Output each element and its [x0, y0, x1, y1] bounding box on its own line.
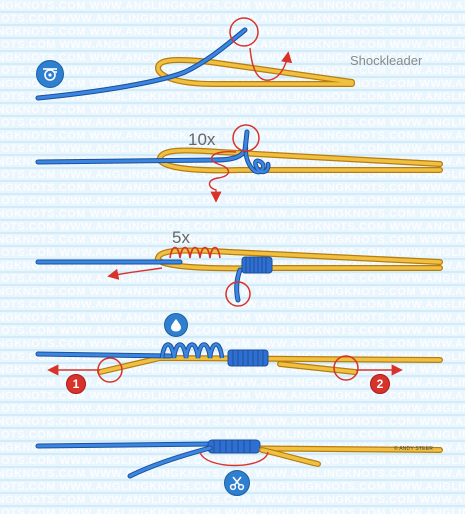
- direction-arrow: [249, 47, 293, 81]
- watermark-row: ANGLINGKNOTS.COM WWW.ANGLINGKNOTS.COM WW…: [0, 208, 465, 220]
- watermark-row: ANGLINGKNOTS.COM WWW.ANGLINGKNOTS.COM WW…: [0, 0, 465, 12]
- step-1-loop: [35, 17, 355, 101]
- wrap-arrow: [208, 151, 237, 203]
- highlight-circle: [232, 124, 260, 152]
- shockleader-label: Shockleader: [350, 53, 423, 68]
- watermark-row: ANGLINGKNOTS.COM WWW.ANGLINGKNOTS.COM WW…: [0, 39, 465, 51]
- watermark-row: ANGLINGKNOTS.COM WWW.ANGLINGKNOTS.COM WW…: [0, 429, 465, 441]
- step-1-badge: 1: [66, 374, 86, 394]
- watermark-row: ANGLINGKNOTS.COM WWW.ANGLINGKNOTS.COM WW…: [0, 104, 465, 116]
- scissors-icon: [224, 470, 250, 496]
- watermark-row: ANGLINGKNOTS.COM WWW.ANGLINGKNOTS.COM WW…: [0, 507, 465, 514]
- fishing-reel-icon: [43, 68, 57, 81]
- watermark-row: ANGLINGKNOTS.COM WWW.ANGLINGKNOTS.COM WW…: [0, 494, 465, 506]
- watermark-row: ANGLINGKNOTS.COM WWW.ANGLINGKNOTS.COM WW…: [0, 195, 465, 207]
- watermark-row: ANGLINGKNOTS.COM WWW.ANGLINGKNOTS.COM WW…: [0, 416, 465, 428]
- watermark-row: ANGLINGKNOTS.COM WWW.ANGLINGKNOTS.COM WW…: [0, 91, 465, 103]
- step-3-back-wraps: [35, 246, 443, 307]
- watermark-row: ANGLINGKNOTS.COM WWW.ANGLINGKNOTS.COM WW…: [0, 286, 465, 298]
- credit-label: © ANDY STEER: [394, 446, 434, 452]
- water-drop-icon: [164, 313, 188, 337]
- watermark-row: ANGLINGKNOTS.COM WWW.ANGLINGKNOTS.COM WW…: [0, 325, 465, 337]
- watermark-row: ANGLINGKNOTS.COM WWW.ANGLINGKNOTS.COM WW…: [0, 403, 465, 415]
- watermark-row: ANGLINGKNOTS.COM WWW.ANGLINGKNOTS.COM WW…: [0, 117, 465, 129]
- step-4-tighten: [35, 342, 443, 383]
- watermark-row: ANGLINGKNOTS.COM WWW.ANGLINGKNOTS.COM WW…: [0, 390, 465, 402]
- trim-bracket: [199, 451, 269, 467]
- watermark-row: ANGLINGKNOTS.COM WWW.ANGLINGKNOTS.COM WW…: [0, 143, 465, 155]
- water-drop-icon: [171, 319, 181, 332]
- watermark-row: ANGLINGKNOTS.COM WWW.ANGLINGKNOTS.COM WW…: [0, 65, 465, 77]
- step-5-finished: [35, 439, 443, 479]
- back-arrow: [107, 267, 163, 280]
- finished-knot: [207, 439, 261, 454]
- watermark-row: ANGLINGKNOTS.COM WWW.ANGLINGKNOTS.COM WW…: [0, 312, 465, 324]
- back-wrap-count-label: 5x: [172, 228, 190, 247]
- watermark-row: ANGLINGKNOTS.COM WWW.ANGLINGKNOTS.COM WW…: [0, 13, 465, 25]
- watermark-row: ANGLINGKNOTS.COM WWW.ANGLINGKNOTS.COM WW…: [0, 338, 465, 350]
- watermark-row: ANGLINGKNOTS.COM WWW.ANGLINGKNOTS.COM WW…: [0, 26, 465, 38]
- fishing-reel-icon: [36, 60, 64, 88]
- watermark-row: ANGLINGKNOTS.COM WWW.ANGLINGKNOTS.COM WW…: [0, 182, 465, 194]
- watermark-row: ANGLINGKNOTS.COM WWW.ANGLINGKNOTS.COM WW…: [0, 455, 465, 467]
- watermark-row: ANGLINGKNOTS.COM WWW.ANGLINGKNOTS.COM WW…: [0, 221, 465, 233]
- step-2-wraps: [35, 124, 443, 203]
- highlight-circle: [225, 281, 251, 307]
- wrap-count-label: 10x: [188, 130, 216, 149]
- watermark-row: ANGLINGKNOTS.COM WWW.ANGLINGKNOTS.COM WW…: [0, 52, 465, 64]
- step-2-badge: 2: [370, 374, 390, 394]
- scissors-icon: [229, 476, 245, 491]
- highlight-circle: [229, 17, 259, 47]
- highlight-circle: [333, 355, 359, 381]
- watermark-row: ANGLINGKNOTS.COM WWW.ANGLINGKNOTS.COM WW…: [0, 234, 465, 246]
- back-wrap-coil: [169, 246, 221, 259]
